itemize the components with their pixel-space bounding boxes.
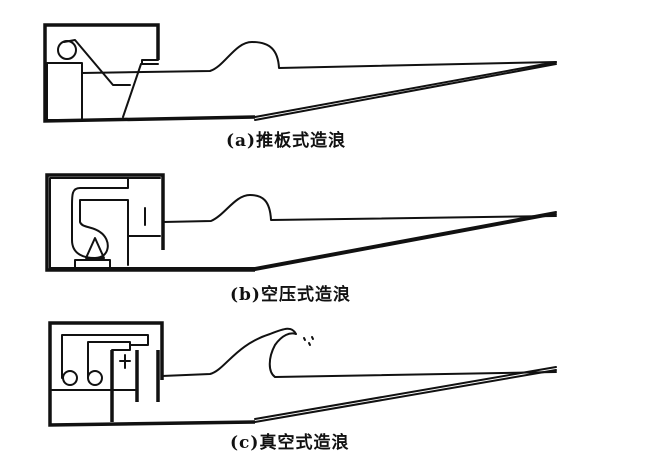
machine-housing bbox=[43, 23, 256, 123]
air-duct bbox=[71, 177, 161, 266]
housing-lip bbox=[141, 59, 159, 65]
flume-bottom bbox=[254, 61, 557, 121]
machine-housing bbox=[45, 173, 255, 272]
housing-inner bbox=[49, 177, 256, 269]
diagram-air-pressure bbox=[45, 173, 557, 272]
fan-motor bbox=[85, 237, 105, 259]
water-surface bbox=[162, 194, 557, 223]
valve bbox=[119, 354, 131, 369]
breaking-wave bbox=[161, 327, 557, 378]
machine-housing bbox=[48, 321, 256, 427]
drive-arm bbox=[63, 39, 131, 86]
caption-air-pressure: (b)空压式造浪 bbox=[230, 285, 351, 305]
water-surface bbox=[81, 41, 557, 74]
pump-1 bbox=[62, 370, 78, 386]
flume-bottom bbox=[254, 366, 557, 423]
motor-base bbox=[46, 62, 83, 121]
motor-wheel bbox=[57, 40, 77, 60]
motor-base bbox=[74, 259, 111, 269]
spray bbox=[303, 336, 314, 346]
vacuum-duct-2 bbox=[87, 341, 131, 379]
caption-push-plate: (a)推板式造浪 bbox=[226, 131, 347, 151]
pump-2 bbox=[87, 370, 103, 386]
vacuum-duct-1 bbox=[61, 334, 149, 379]
diagram-push-plate bbox=[43, 23, 557, 123]
flume-bottom bbox=[254, 211, 557, 271]
diagram-vacuum bbox=[48, 321, 557, 427]
caption-vacuum: (c)真空式造浪 bbox=[230, 433, 350, 453]
